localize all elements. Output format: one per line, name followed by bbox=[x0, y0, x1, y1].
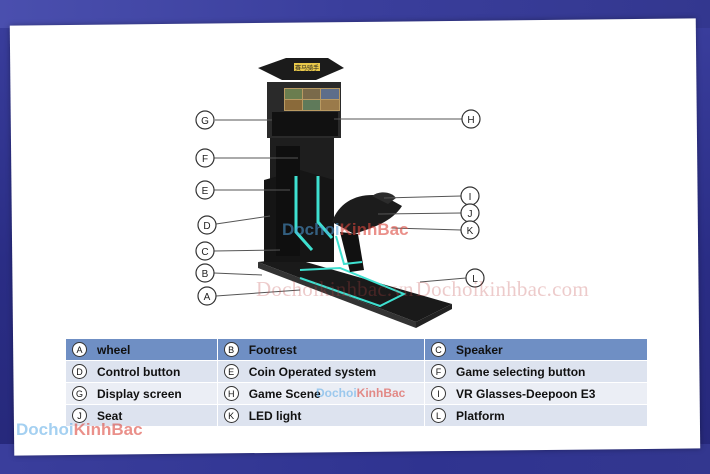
letter-g-icon: G bbox=[72, 386, 87, 401]
svg-text:G: G bbox=[201, 116, 209, 127]
svg-text:A: A bbox=[204, 292, 211, 303]
callout-k: K bbox=[460, 220, 480, 240]
svg-text:C: C bbox=[201, 247, 208, 258]
callout-lines bbox=[213, 118, 467, 297]
horse-seat bbox=[332, 192, 402, 272]
callout-b: B bbox=[195, 263, 215, 283]
svg-text:L: L bbox=[472, 274, 478, 285]
letter-l-icon: L bbox=[431, 408, 447, 423]
letter-b-icon: B bbox=[223, 342, 239, 357]
svg-text:K: K bbox=[467, 226, 474, 237]
svg-text:赛马骑手: 赛马骑手 bbox=[295, 64, 319, 72]
letter-k-icon: K bbox=[223, 408, 239, 423]
machine-tower bbox=[264, 130, 334, 262]
callout-d: D bbox=[197, 215, 217, 235]
callout-g: G bbox=[195, 110, 215, 130]
watermark-text: Dochoikinhbac.vnDochoikinhbac.com bbox=[256, 277, 589, 301]
letter-a-icon: A bbox=[72, 342, 87, 357]
watermark-logo-table: DochoiKinhBac bbox=[316, 386, 406, 400]
callout-a: A bbox=[197, 286, 217, 306]
letter-i-icon: I bbox=[431, 386, 447, 401]
svg-text:I: I bbox=[469, 192, 472, 203]
callout-c: C bbox=[195, 241, 215, 261]
machine-platform bbox=[258, 258, 452, 328]
letter-c-icon: C bbox=[431, 342, 447, 357]
callout-i: I bbox=[460, 186, 480, 206]
watermark-logo-center: DochoiKinhBac bbox=[282, 220, 409, 239]
callout-e: E bbox=[195, 180, 215, 200]
callout-l: L bbox=[465, 268, 485, 288]
svg-text:H: H bbox=[467, 115, 474, 126]
callout-h: H bbox=[461, 109, 481, 129]
callout-j: J bbox=[460, 203, 480, 223]
callout-f: F bbox=[195, 148, 215, 168]
letter-h-icon: H bbox=[223, 386, 239, 401]
letter-f-icon: F bbox=[431, 364, 447, 379]
svg-text:D: D bbox=[203, 221, 210, 232]
display-screen bbox=[267, 82, 341, 138]
svg-text:B: B bbox=[202, 269, 209, 280]
machine-sign: 赛马骑手 bbox=[258, 58, 344, 80]
svg-text:J: J bbox=[468, 209, 473, 220]
letter-d-icon: D bbox=[72, 364, 87, 379]
letter-e-icon: E bbox=[223, 364, 239, 379]
letter-j-icon: J bbox=[72, 408, 87, 423]
svg-text:E: E bbox=[202, 186, 209, 197]
watermark-logo-corner: DochoiKinhBac bbox=[16, 420, 143, 439]
svg-text:F: F bbox=[202, 154, 208, 165]
